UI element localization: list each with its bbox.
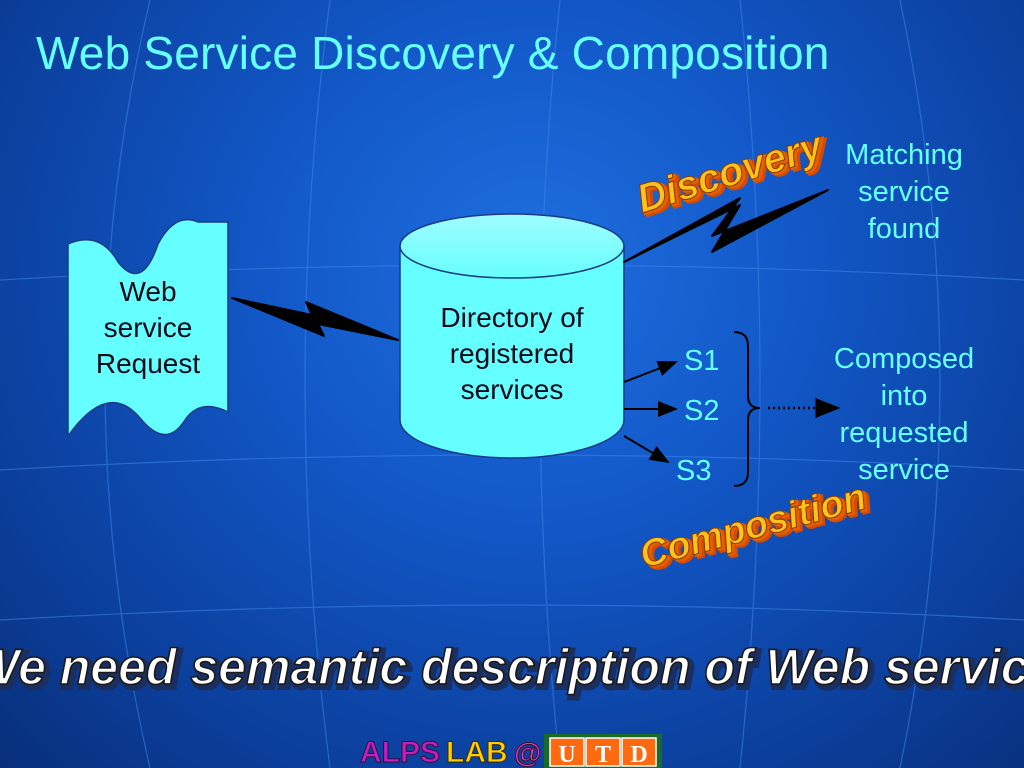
composed-line-3: requested — [839, 417, 969, 450]
composed-line-2: into — [880, 380, 928, 413]
utd-logo: U T D — [544, 734, 662, 768]
request-line-2: service — [103, 311, 193, 343]
svg-text:LAB: LAB — [446, 736, 508, 768]
request-scroll-shape — [67, 218, 229, 439]
service-s1-label: S1 — [684, 345, 720, 377]
composition-wordart: Composition Composition Composition — [635, 476, 877, 581]
svg-text:We need semantic description o: We need semantic description of Web serv… — [0, 642, 1024, 698]
composed-service-label: Composed into requested service — [812, 341, 996, 489]
matching-line-3: found — [867, 213, 941, 246]
matching-line-2: service — [858, 176, 950, 209]
arrow-to-s3 — [623, 435, 670, 464]
request-line-1: Web — [119, 276, 177, 307]
request-label: Web service Request — [78, 274, 218, 381]
svg-text:ALPS: ALPS — [360, 736, 440, 768]
svg-text:D: D — [630, 742, 647, 768]
discovery-lightning-bolt — [623, 189, 829, 263]
svg-text:We need semantic description o: We need semantic description of Web serv… — [0, 639, 1024, 695]
directory-label: Directory of registered services — [412, 300, 612, 407]
matching-line-1: Matching — [845, 139, 963, 171]
services-brace — [733, 331, 761, 487]
svg-text:U: U — [558, 742, 575, 768]
request-line-3: Request — [95, 347, 201, 379]
alps-lab-logo: ALPS LAB @ — [360, 736, 542, 768]
arrow-to-s1 — [623, 360, 678, 383]
directory-cylinder — [399, 213, 625, 459]
composed-line-4: service — [858, 454, 950, 487]
service-s2-label: S2 — [684, 395, 720, 427]
svg-text:T: T — [595, 742, 611, 768]
service-s3-label: S3 — [676, 455, 712, 487]
matching-service-label: Matching service found — [820, 137, 988, 248]
semantic-tagline: We need semantic description of Web serv… — [0, 638, 1024, 701]
svg-text:@: @ — [514, 737, 541, 768]
directory-line-2: registered — [449, 337, 575, 369]
directory-line-3: services — [460, 373, 564, 405]
request-lightning-bolt — [231, 297, 399, 341]
page-title: Web Service Discovery & Composition — [36, 27, 830, 79]
composed-line-1: Composed — [833, 343, 975, 375]
directory-line-1: Directory of — [440, 302, 584, 333]
